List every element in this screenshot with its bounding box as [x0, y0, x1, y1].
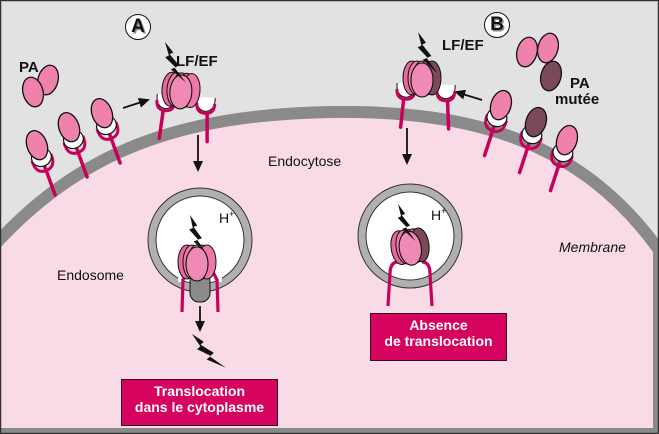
panel-a-badge: A [125, 14, 151, 40]
receptor-cup [435, 90, 457, 103]
receptor-stalk [205, 111, 209, 144]
heptamer-endosome-b [390, 227, 430, 266]
free-pa-mutant [539, 60, 563, 92]
arrow-endocytosis-b [402, 128, 412, 165]
receptor-cup [195, 102, 217, 115]
arrow-head-icon [402, 154, 412, 165]
pa-ellipse [25, 130, 49, 161]
lightning-bolt-icon [417, 32, 438, 74]
lf-ef-bolt-a [165, 42, 186, 83]
lf-ef-bolt-b [417, 32, 438, 74]
receptor-cup [519, 130, 543, 150]
membrane-label: Membrane [559, 239, 626, 255]
lightning-bolt-icon [189, 215, 208, 255]
arrow-assembly-a [122, 97, 150, 109]
pa-ellipse [90, 98, 114, 129]
pa-ellipse [489, 89, 513, 121]
arrow-head-icon [195, 321, 205, 332]
arrow-head-icon [193, 161, 203, 172]
pa-ellipse [555, 124, 579, 156]
result-no-translocation-box: Absence de translocation [370, 313, 507, 361]
arrow-head-icon [137, 97, 150, 108]
pa-mutee-label-line2: mutée [555, 91, 600, 108]
arrow-head-icon [454, 89, 467, 100]
result-b-line2: de translocation [384, 333, 493, 349]
lf-ef-label-b: LF/EF [442, 37, 484, 54]
lightning-bolt-icon [165, 42, 186, 83]
free-pa-b-2 [536, 32, 560, 64]
receptor-cup [30, 153, 55, 173]
heptamer-front-lobe [410, 62, 434, 98]
endosome-b-receptor [421, 260, 434, 307]
result-translocation-box: Translocation dans le cytoplasme [121, 379, 278, 426]
arrow-endocytosis-a [193, 135, 203, 172]
bound-pa-a-2 [57, 112, 89, 179]
free-pa-1 [36, 64, 60, 96]
bound-pa-a-1 [25, 130, 57, 197]
bound-pa-a-3 [90, 98, 122, 165]
lf-ef-label-a: LF/EF [176, 53, 218, 70]
receptor-cup [95, 121, 120, 141]
free-pa-2 [21, 76, 45, 108]
receptor-stalk [157, 108, 165, 140]
result-b-line1: Absence [409, 317, 468, 333]
result-a-line2: dans le cytoplasme [134, 399, 265, 415]
receptor-stalk [398, 97, 406, 129]
result-a-line1: Translocation [153, 383, 246, 399]
bound-pa-b-1 [482, 89, 513, 158]
pa-mutee-label-line1: PA [570, 75, 590, 92]
heptamer-a [161, 71, 201, 110]
bound-pa-b-mutant [517, 106, 548, 175]
lightning-bolt-icon [397, 204, 416, 242]
free-pa-b-1 [515, 36, 539, 68]
pa-ellipse [524, 106, 548, 138]
h-plus-label-a: H+ [219, 209, 235, 226]
pa-ellipse [57, 112, 81, 143]
lf-ef-bolt-endosome-a [189, 215, 208, 255]
heptamer-endosome-a [177, 244, 217, 282]
receptor-cup [62, 135, 87, 155]
endocytose-label: Endocytose [268, 153, 342, 169]
receptor-cup [484, 113, 508, 133]
bound-pa-b-2 [548, 124, 579, 193]
lf-ef-bolt-released [192, 334, 227, 368]
receptor-stalk [445, 99, 451, 131]
lf-ef-bolt-endosome-b [397, 204, 416, 242]
arrow-translocation-a [195, 306, 205, 332]
pa-label: PA [19, 59, 39, 76]
heptamer-front-lobe [185, 246, 209, 282]
heptamer-b [402, 60, 442, 98]
endosome-label: Endosome [57, 267, 124, 283]
arrow-assembly-b [454, 89, 483, 101]
panel-b-badge: B [484, 12, 510, 38]
heptamer-front-lobe [169, 74, 193, 110]
lightning-bolt-icon [192, 334, 227, 368]
receptor-cup [550, 148, 574, 168]
h-plus-label-b: H+ [431, 206, 447, 223]
